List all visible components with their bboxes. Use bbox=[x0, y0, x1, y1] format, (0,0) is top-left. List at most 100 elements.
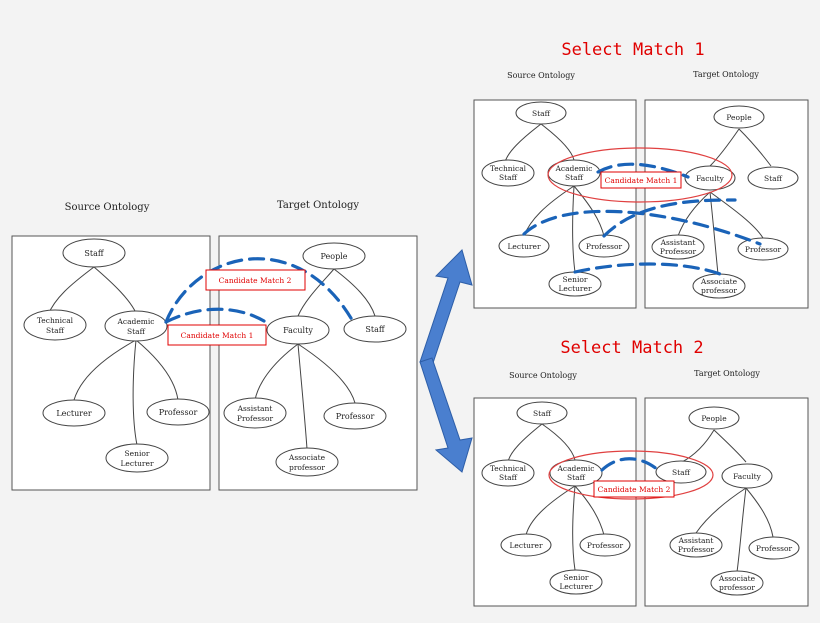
node-staff: Staff bbox=[62, 238, 126, 268]
edge bbox=[681, 429, 715, 463]
br-node-faculty: Faculty bbox=[721, 463, 773, 489]
svg-text:Candidate Match 1: Candidate Match 1 bbox=[605, 176, 678, 185]
svg-text:Technical: Technical bbox=[37, 316, 74, 325]
br-target-label: Target Ontology bbox=[694, 369, 760, 378]
edge bbox=[135, 339, 179, 401]
svg-text:Candidate Match 2: Candidate Match 2 bbox=[598, 485, 671, 494]
node-staff-target: Staff bbox=[343, 315, 407, 343]
tr-node-assistant-professor: Assistant Professor bbox=[651, 234, 705, 260]
edge bbox=[73, 339, 137, 401]
svg-text:Staff: Staff bbox=[567, 473, 586, 482]
svg-text:Associate: Associate bbox=[288, 453, 326, 462]
tr-node-faculty: Faculty bbox=[684, 165, 736, 191]
svg-text:professor: professor bbox=[289, 463, 325, 472]
svg-text:Lecturer: Lecturer bbox=[509, 541, 542, 550]
svg-text:Lecturer: Lecturer bbox=[558, 284, 591, 293]
br-node-academic-staff: Academic Staff bbox=[549, 459, 603, 487]
edge bbox=[745, 487, 774, 538]
node-academic-staff: Academic Staff bbox=[104, 310, 168, 342]
svg-text:Professor: Professor bbox=[678, 545, 715, 554]
edge bbox=[93, 266, 137, 314]
node-professor: Professor bbox=[146, 398, 210, 426]
tr-source-panel bbox=[473, 99, 637, 309]
edge bbox=[677, 191, 711, 237]
svg-text:Staff: Staff bbox=[127, 327, 146, 336]
tr-node-people: People bbox=[713, 105, 765, 129]
tr-selected-match-highlight bbox=[547, 147, 733, 203]
svg-text:Professor: Professor bbox=[756, 544, 793, 553]
tr-node-staff-target: Staff bbox=[747, 166, 799, 190]
svg-text:Lecturer: Lecturer bbox=[559, 582, 592, 591]
tr-match-line-professor-assistant bbox=[602, 198, 737, 238]
tr-match-line-senior-associate bbox=[573, 262, 722, 276]
br-node-professor: Professor bbox=[579, 533, 631, 557]
br-node-professor-target: Professor bbox=[748, 536, 800, 560]
edge bbox=[525, 485, 576, 536]
candidate-match-2-box: Candidate Match 2 bbox=[205, 269, 306, 291]
svg-text:Academic: Academic bbox=[554, 164, 592, 173]
tr-node-senior-lecturer: Senior Lecturer bbox=[548, 271, 602, 297]
svg-text:Technical: Technical bbox=[490, 164, 527, 173]
svg-text:Professor: Professor bbox=[587, 541, 624, 550]
svg-text:Lecturer: Lecturer bbox=[56, 409, 91, 418]
edge bbox=[572, 185, 576, 273]
br-node-people: People bbox=[688, 406, 740, 430]
candidate-match-1-box: Candidate Match 1 bbox=[167, 324, 267, 346]
svg-text:Professor: Professor bbox=[586, 242, 623, 251]
svg-text:Staff: Staff bbox=[365, 325, 385, 334]
edge bbox=[540, 123, 575, 161]
edge bbox=[132, 339, 138, 446]
svg-text:Staff: Staff bbox=[499, 473, 518, 482]
tr-node-professor: Professor bbox=[578, 234, 630, 258]
select-match-1-title: Select Match 1 bbox=[561, 40, 704, 60]
node-associate-professor: Associate professor bbox=[275, 447, 339, 477]
svg-text:Academic: Academic bbox=[556, 464, 594, 473]
svg-text:Faculty: Faculty bbox=[733, 472, 762, 481]
edge bbox=[713, 429, 747, 463]
svg-text:Professor: Professor bbox=[660, 247, 697, 256]
svg-text:Faculty: Faculty bbox=[283, 326, 313, 335]
svg-text:Staff: Staff bbox=[46, 326, 65, 335]
svg-text:Faculty: Faculty bbox=[696, 174, 725, 183]
br-match-line-academic-staff bbox=[600, 457, 660, 472]
br-node-staff: Staff bbox=[516, 401, 568, 425]
branch-arrow bbox=[419, 249, 473, 473]
br-source-panel bbox=[473, 397, 637, 607]
edge bbox=[297, 268, 335, 317]
svg-text:Staff: Staff bbox=[532, 109, 551, 118]
br-node-senior-lecturer: Senior Lecturer bbox=[549, 569, 603, 595]
svg-text:Professor: Professor bbox=[159, 408, 198, 417]
left-source-label: Source Ontology bbox=[65, 202, 150, 213]
svg-text:Staff: Staff bbox=[764, 174, 783, 183]
br-node-associate-professor: Associate professor bbox=[710, 570, 764, 596]
svg-text:Lecturer: Lecturer bbox=[120, 459, 153, 468]
tr-node-technical-staff: Technical Staff bbox=[481, 159, 535, 187]
candidate-match-1-line bbox=[164, 307, 272, 327]
svg-text:Senior: Senior bbox=[564, 573, 589, 582]
node-lecturer: Lecturer bbox=[42, 399, 106, 427]
node-people: People bbox=[302, 242, 366, 270]
svg-text:Professor: Professor bbox=[336, 412, 375, 421]
svg-text:Senior: Senior bbox=[125, 449, 150, 458]
br-node-assistant-professor: Assistant Professor bbox=[669, 532, 723, 558]
edge bbox=[297, 343, 308, 450]
svg-text:People: People bbox=[701, 414, 727, 423]
svg-text:Associate: Associate bbox=[718, 574, 756, 583]
br-node-lecturer: Lecturer bbox=[500, 533, 552, 557]
svg-text:Professor: Professor bbox=[745, 245, 782, 254]
node-professor-target: Professor bbox=[323, 402, 387, 430]
svg-text:professor: professor bbox=[719, 583, 755, 592]
node-faculty: Faculty bbox=[266, 315, 330, 345]
edge bbox=[572, 485, 576, 571]
br-selected-match-highlight bbox=[548, 450, 714, 500]
tr-node-staff: Staff bbox=[515, 101, 567, 125]
tr-match-line-lecturer-professor bbox=[522, 209, 762, 246]
br-node-technical-staff: Technical Staff bbox=[481, 459, 535, 487]
svg-text:Staff: Staff bbox=[499, 173, 518, 182]
tr-node-associate-professor: Associate professor bbox=[692, 273, 746, 299]
edge bbox=[504, 123, 542, 163]
br-candidate-box: Candidate Match 2 bbox=[593, 480, 675, 498]
select-match-2-title: Select Match 2 bbox=[560, 338, 703, 358]
edge bbox=[695, 487, 747, 534]
